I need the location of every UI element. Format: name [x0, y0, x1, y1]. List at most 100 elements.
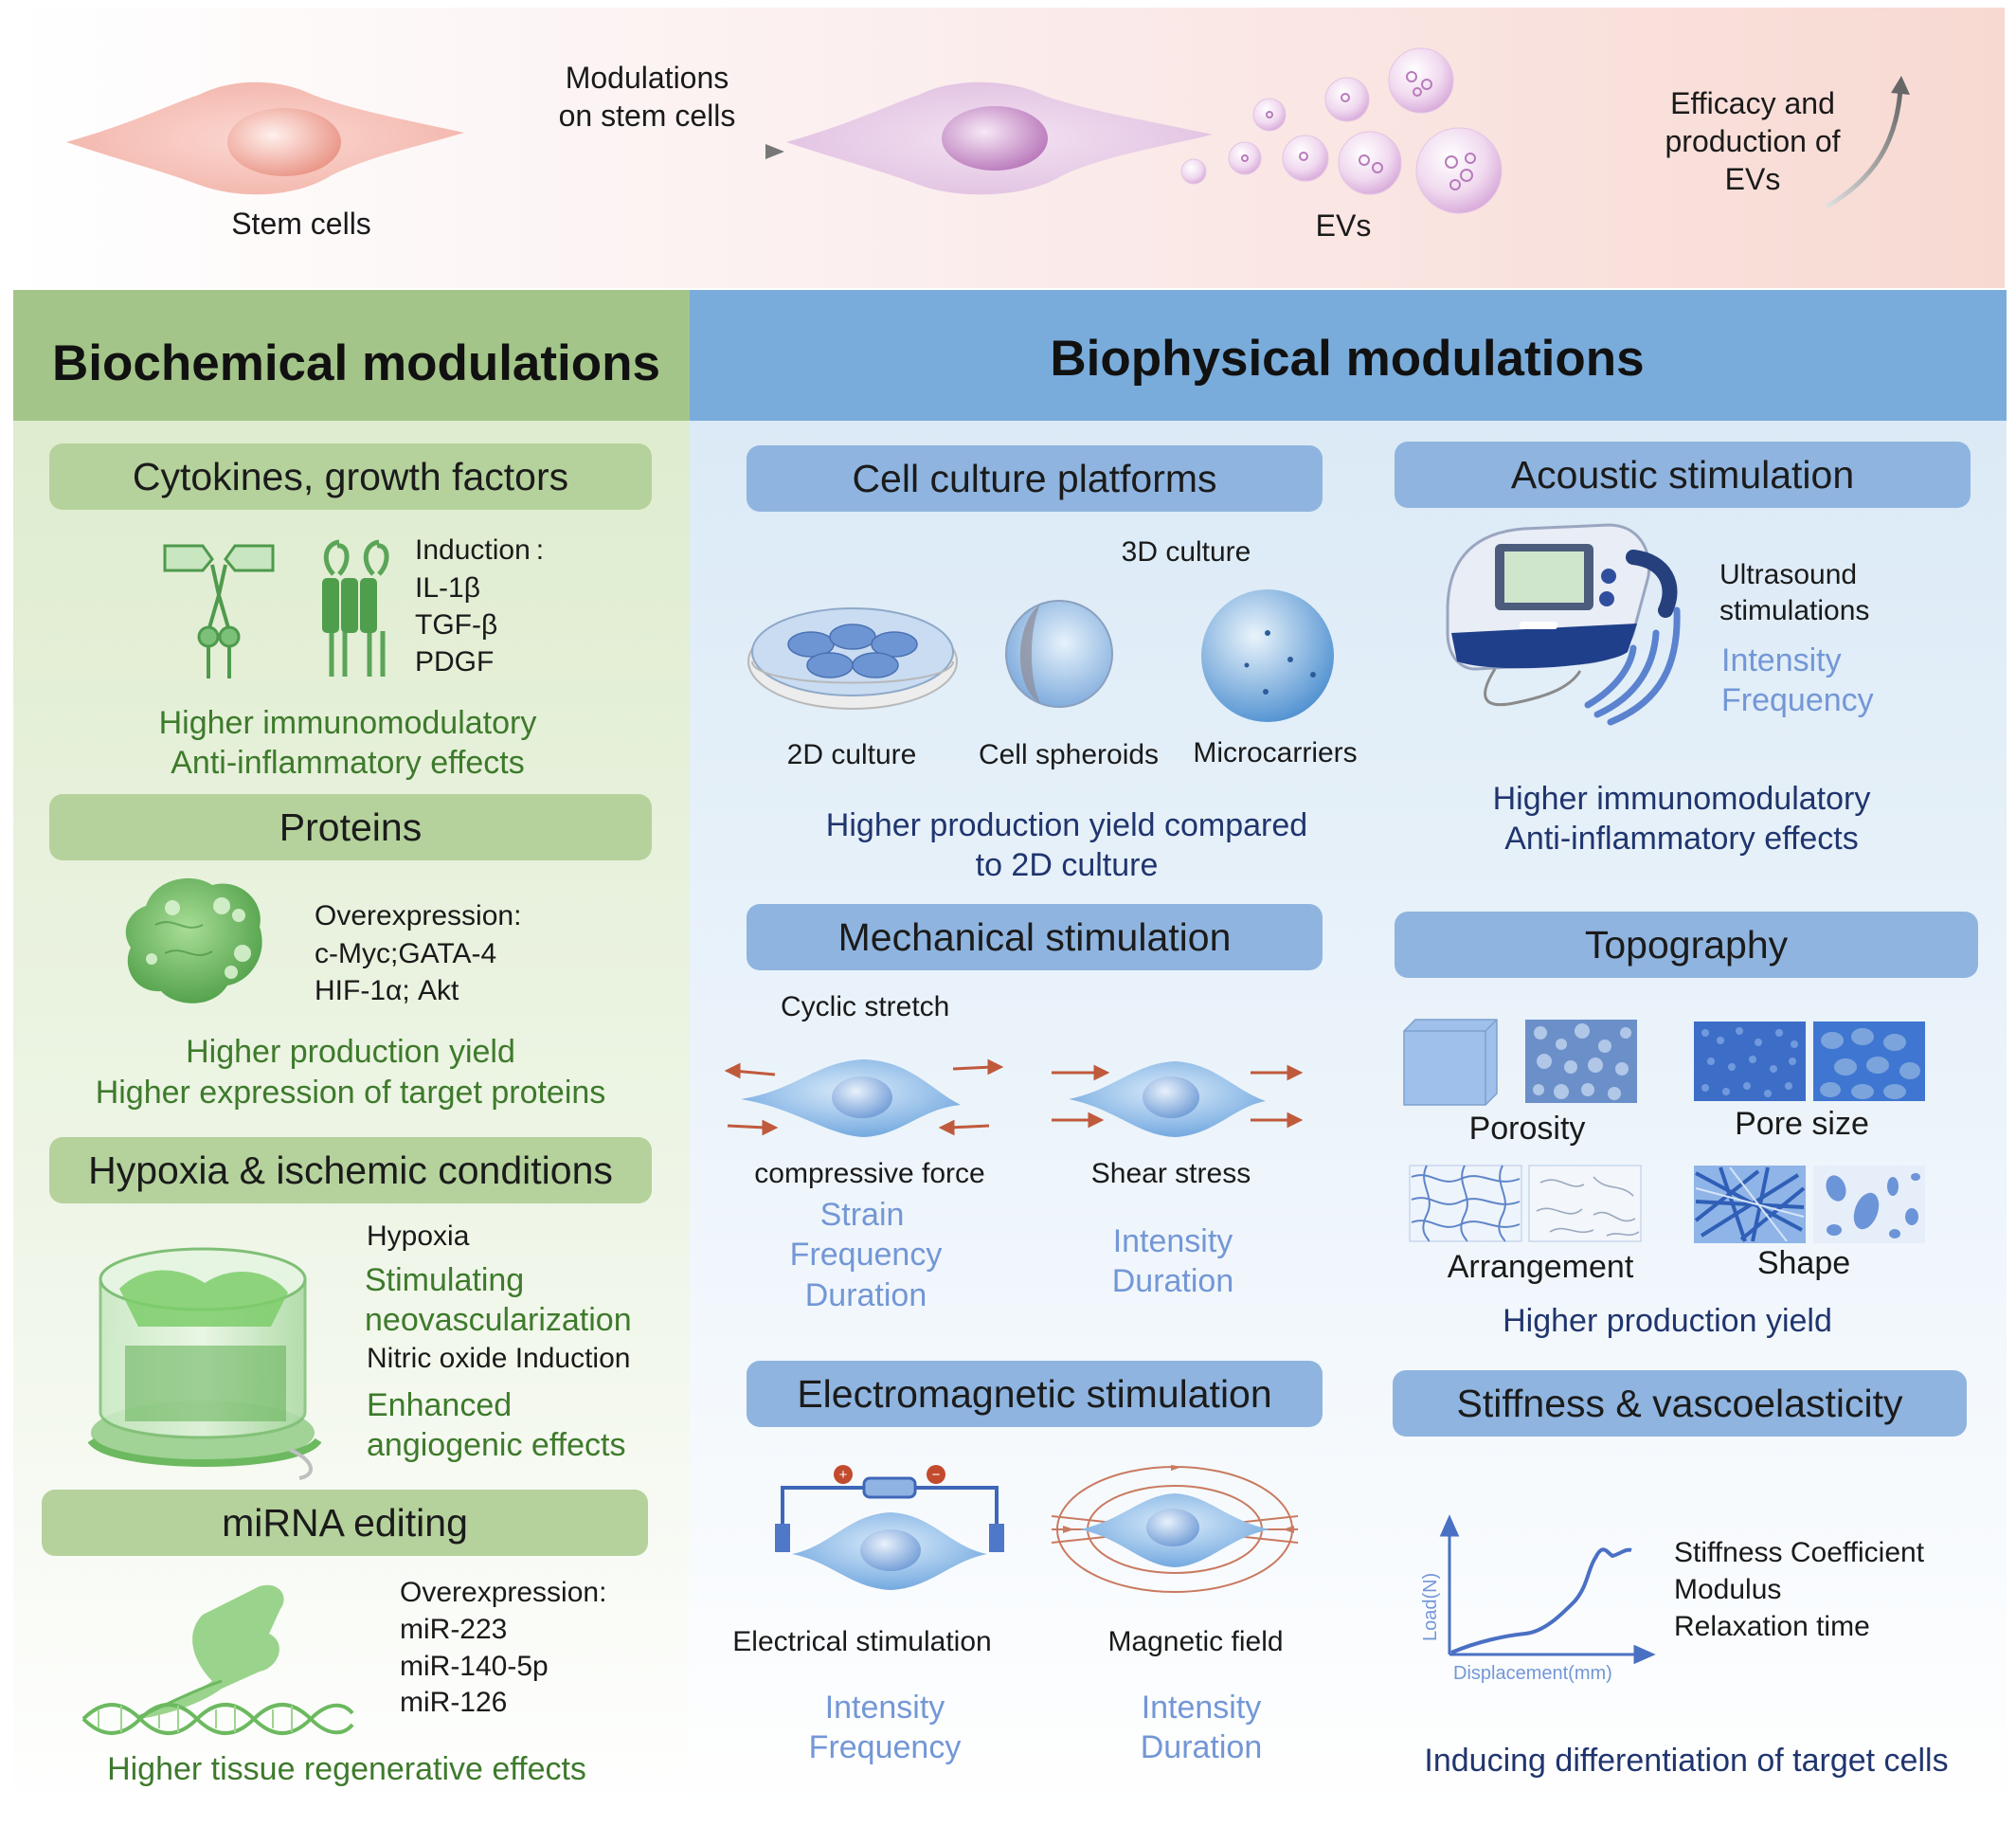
stem-cells-label: Stem cells — [231, 207, 371, 241]
topography-effect: Higher production yield — [1503, 1303, 1832, 1339]
mechanical-param-strain: Strain — [819, 1197, 905, 1233]
graph-ylabel: Load(N) — [1420, 1573, 1441, 1641]
spheroid-icon — [1005, 600, 1113, 708]
acoustic-param-intensity: Intensity — [1721, 642, 1842, 678]
mirna-title: miRNA editing — [42, 1490, 648, 1556]
efficacy-label-2: production of — [1665, 124, 1841, 158]
shear-stress-label: Shear stress — [1090, 1158, 1251, 1189]
modulations-label-1: Modulations — [565, 61, 729, 95]
protein-icon — [125, 877, 262, 1003]
graph-xlabel: Displacement(mm) — [1453, 1663, 1612, 1684]
biochemical-panel — [13, 421, 690, 1814]
proteins-effect-2: Higher expression of target proteins — [95, 1075, 606, 1111]
cytokines-list-0: Induction : — [415, 534, 545, 566]
efficacy-label-3: EVs — [1724, 162, 1781, 196]
modulation-arrow-icon — [521, 144, 784, 159]
magnetic-param-intensity: Intensity — [1141, 1690, 1262, 1726]
stiffness-list-1: Modulus — [1674, 1574, 1782, 1605]
sound-waves-icon — [1584, 606, 1681, 726]
stiffness-effect: Inducing differentiation of target cells — [1424, 1743, 1949, 1779]
electromagnetic-title: Electromagnetic stimulation — [747, 1361, 1323, 1427]
culture-label-2d: 2D culture — [786, 739, 917, 770]
acoustic-title: Acoustic stimulation — [1395, 442, 1971, 508]
modulations-label-2: on stem cells — [558, 99, 736, 133]
cytokines-list-2: TGF-β — [415, 609, 498, 641]
hypoxia-effect-1b: neovascularization — [365, 1302, 632, 1338]
cyclic-stretch-label: Cyclic stretch — [781, 991, 950, 1022]
pore-size-icon — [1694, 1021, 1925, 1101]
magnetic-field-label: Magnetic field — [1107, 1626, 1284, 1657]
culture-effect-2: to 2D culture — [975, 847, 1159, 883]
culture-effect-1: Higher production yield compared — [825, 807, 1308, 843]
hypoxia-chamber-icon — [87, 1247, 322, 1480]
topography-title: Topography — [1395, 912, 1978, 978]
ultrasound-label-2: stimulations — [1719, 595, 1870, 626]
culture-title: Cell culture platforms — [747, 445, 1323, 512]
stem-cell-icon — [66, 81, 464, 195]
topography-arrangement: Arrangement — [1447, 1249, 1634, 1285]
topography-porosity: Porosity — [1468, 1111, 1586, 1147]
compressive-force-label: compressive force — [754, 1158, 985, 1189]
shear-param-intensity: Intensity — [1112, 1223, 1233, 1259]
ultrasound-device-icon — [1446, 523, 1678, 707]
mirna-list-3: miR-126 — [400, 1687, 508, 1718]
biophysical-header-bg — [690, 290, 2007, 421]
load-displacement-graph-icon: Load(N) Displacement(mm) — [1420, 1514, 1656, 1684]
efficacy-label-1: Efficacy and — [1670, 86, 1835, 120]
ev-vesicles-icon — [1180, 47, 1503, 214]
proteins-list-0: Overexpression: — [315, 900, 522, 931]
culture-3d-label: 3D culture — [1121, 536, 1251, 568]
electrical-stimulation-icon: + − — [775, 1465, 1004, 1590]
porosity-cube-icon — [1403, 1019, 1637, 1106]
stiffness-list-0: Stiffness Coefficient — [1674, 1537, 1925, 1568]
mirna-list-1: miR-223 — [400, 1614, 508, 1645]
topography-pore-size: Pore size — [1735, 1106, 1869, 1142]
ultrasound-label-1: Ultrasound — [1719, 559, 1858, 590]
mirna-list-2: miR-140-5p — [400, 1651, 549, 1682]
hypoxia-label: Hypoxia — [367, 1220, 470, 1252]
mirna-list-0: Overexpression: — [400, 1577, 607, 1608]
transmembrane-receptor-icon — [322, 539, 389, 677]
cytokines-list-1: IL-1β — [415, 572, 480, 604]
hypoxia-effect-1a: Stimulating — [365, 1262, 525, 1298]
proteins-list-2: HIF-1α; Akt — [315, 975, 459, 1006]
hypoxia-effect-2a: Enhanced — [367, 1387, 513, 1423]
hypoxia-effect-2b: angiogenic effects — [367, 1427, 626, 1463]
shear-param-duration: Duration — [1111, 1263, 1234, 1299]
stiffness-title: Stiffness & vascoelasticity — [1393, 1370, 1967, 1437]
electrical-param-intensity: Intensity — [824, 1690, 945, 1726]
shear-stress-cell-icon — [1052, 1061, 1304, 1137]
biochemical-header-bg — [13, 290, 690, 421]
minus-sign: − — [932, 1467, 941, 1483]
culture-label-spheroids: Cell spheroids — [978, 739, 1160, 770]
hand-dna-icon — [81, 1584, 354, 1735]
acoustic-param-frequency: Frequency — [1721, 682, 1874, 718]
cytokines-effect-2: Anti-inflammatory effects — [171, 745, 525, 781]
proteins-title: Proteins — [49, 794, 652, 860]
cytokines-effect-1: Higher immunomodulatory — [158, 705, 537, 741]
receptor-icon — [163, 544, 275, 678]
arrangement-icon — [1409, 1165, 1642, 1242]
shape-icon — [1694, 1166, 1925, 1243]
increase-arrow-icon — [1825, 76, 1910, 209]
biochemical-header: Biochemical modulations — [51, 335, 661, 391]
biophysical-header: Biophysical modulations — [1050, 331, 1645, 387]
mirna-effect: Higher tissue regenerative effects — [107, 1751, 586, 1787]
cytokines-list-3: PDGF — [415, 646, 495, 678]
stiffness-list-2: Relaxation time — [1674, 1611, 1870, 1642]
acoustic-effect-2: Anti-inflammatory effects — [1504, 821, 1859, 857]
acoustic-effect-1: Higher immunomodulatory — [1492, 781, 1871, 817]
topography-shape: Shape — [1756, 1245, 1851, 1281]
evs-label: EVs — [1315, 208, 1372, 243]
plus-sign: + — [839, 1467, 848, 1483]
hypoxia-title: Hypoxia & ischemic conditions — [49, 1137, 652, 1203]
proteins-effect-1: Higher production yield — [186, 1034, 515, 1070]
mechanical-param-frequency: Frequency — [789, 1237, 943, 1273]
cytokines-title: Cytokines, growth factors — [49, 443, 652, 510]
magnetic-param-duration: Duration — [1140, 1729, 1263, 1765]
culture-label-microcarriers: Microcarriers — [1193, 737, 1358, 768]
microcarrier-icon — [1201, 589, 1334, 722]
electrical-stimulation-label: Electrical stimulation — [732, 1626, 992, 1657]
proteins-list-1: c-Myc;GATA-4 — [315, 938, 497, 969]
mechanical-title: Mechanical stimulation — [747, 904, 1323, 970]
